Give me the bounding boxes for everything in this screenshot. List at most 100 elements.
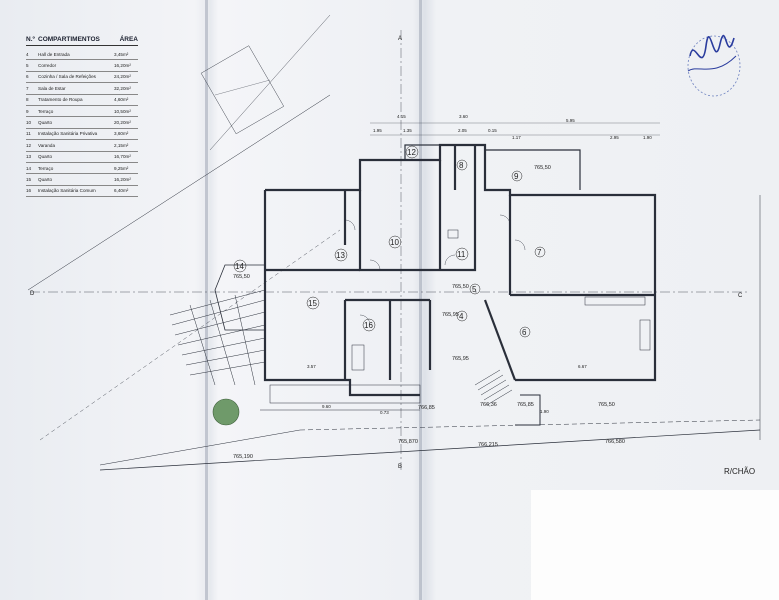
legend-cell-num: 12 bbox=[26, 142, 32, 148]
section-marks: D C A B bbox=[30, 36, 743, 470]
redacted-area bbox=[531, 490, 779, 600]
legend-cell-area: 2,15m² bbox=[114, 142, 129, 148]
dimension-label: 4.15 bbox=[397, 114, 406, 119]
legend-cell-name: Quarto bbox=[38, 176, 53, 182]
legend-header-name: COMPARTIMENTOS bbox=[38, 36, 100, 43]
section-mark-d: D bbox=[30, 291, 35, 297]
legend-row: 14 Terraço 9,25m² bbox=[26, 163, 138, 175]
ground-level-label: 765,870 bbox=[398, 439, 418, 445]
door-swings bbox=[344, 214, 526, 326]
legend-cell-area: 16,20m² bbox=[114, 176, 131, 182]
level-label: 765,50 bbox=[598, 402, 615, 408]
dimension-label: 1.95 bbox=[373, 128, 382, 133]
legend-cell-num: 13 bbox=[26, 154, 32, 160]
legend-cell-num: 6 bbox=[26, 74, 29, 80]
entrance-stairs bbox=[474, 369, 541, 426]
balcony-12 bbox=[404, 144, 441, 161]
legend-cell-area: 9,25m² bbox=[114, 165, 129, 171]
legend-cell-num: 14 bbox=[26, 165, 32, 171]
ground-levels: 765,190 765,870 766,215 766,580 bbox=[233, 439, 625, 460]
room-number-8: 8 bbox=[459, 161, 464, 170]
house-walls bbox=[263, 143, 657, 397]
terrace-9 bbox=[485, 149, 581, 190]
floor-levels: 765,50 765,50 765,50 765,95 765,95 766,8… bbox=[233, 165, 615, 411]
legend-cell-area: 16,20m² bbox=[114, 63, 131, 69]
legend-cell-num: 9 bbox=[26, 108, 29, 114]
legend-row: 4 Hall de Entrada 3,45m² bbox=[26, 49, 138, 61]
level-label: 766,85 bbox=[418, 405, 435, 411]
terrace-14 bbox=[214, 264, 265, 331]
room-numbers: 4 5 6 7 8 9 10 11 12 13 14 15 16 bbox=[233, 145, 546, 338]
paving bbox=[269, 384, 421, 404]
legend-cell-num: 15 bbox=[26, 176, 32, 182]
terrain-line bbox=[27, 94, 331, 291]
room-number-9: 9 bbox=[514, 172, 519, 181]
terrain-line bbox=[99, 429, 301, 466]
legend-cell-name: Terraço bbox=[38, 165, 54, 171]
kitchen-counter bbox=[584, 296, 646, 306]
dimension-label: 2.95 bbox=[610, 135, 619, 140]
legend-cell-area: 3,45m² bbox=[114, 51, 129, 57]
room-number-13: 13 bbox=[336, 251, 345, 260]
dimension-label: 1.17 bbox=[512, 135, 521, 140]
level-label: 765,50 bbox=[452, 284, 469, 290]
legend-cell-name: Instalação Sanitária Privativa bbox=[38, 131, 98, 137]
legend-cell-area: 20,20m² bbox=[114, 120, 131, 126]
legend-cell-name: Quarto bbox=[38, 154, 53, 160]
legend-cell-name: Hall de Entrada bbox=[38, 51, 70, 57]
terrain-line bbox=[99, 429, 761, 471]
legend-cell-area: 6,40m² bbox=[114, 188, 129, 194]
room-number-14: 14 bbox=[235, 262, 244, 271]
legend-cell-area: 24,20m² bbox=[114, 74, 131, 80]
legend-cell-name: Corredor bbox=[38, 63, 57, 69]
dimension-label: 1.35 bbox=[403, 128, 412, 133]
legend-cell-num: 7 bbox=[26, 85, 29, 91]
room-number-7: 7 bbox=[537, 248, 542, 257]
bathtub bbox=[351, 344, 365, 371]
level-label: 766,36 bbox=[480, 402, 497, 408]
top-dimensions: 4.15 1.95 1.35 2.05 0.15 1.17 5.95 2.95 … bbox=[370, 114, 660, 140]
legend-cell-num: 5 bbox=[26, 63, 29, 69]
terrain-line bbox=[39, 229, 341, 441]
legend-cell-num: 11 bbox=[26, 131, 31, 137]
dimension-label: 5.95 bbox=[566, 118, 575, 123]
sink bbox=[447, 229, 459, 239]
dimension-label: 3.60 bbox=[459, 114, 468, 119]
legend-cell-name: Quarto bbox=[38, 120, 53, 126]
legend-cell-num: 4 bbox=[26, 51, 29, 57]
legend-cell-num: 8 bbox=[26, 97, 29, 103]
ground-level-label: 765,190 bbox=[233, 454, 253, 460]
legend-cell-name: Instalação Sanitária Comum bbox=[38, 188, 96, 194]
level-label: 765,95 bbox=[442, 312, 459, 318]
legend-cell-area: 32,20m² bbox=[114, 85, 131, 91]
section-mark-b: B bbox=[398, 464, 402, 470]
room-number-15: 15 bbox=[308, 299, 317, 308]
ground-level-label: 766,215 bbox=[478, 442, 498, 448]
legend-header-num: N.º bbox=[26, 36, 35, 43]
section-mark-c: C bbox=[738, 293, 743, 299]
dimension-label: 1.90 bbox=[540, 409, 549, 414]
room-number-16: 16 bbox=[364, 321, 373, 330]
legend-cell-name: Tratamento de Roupa bbox=[38, 97, 83, 103]
room-number-5: 5 bbox=[472, 285, 477, 294]
level-label: 765,50 bbox=[534, 165, 551, 171]
dimension-label: 1.90 bbox=[643, 135, 652, 140]
signature-stamp bbox=[687, 34, 741, 97]
room-number-4: 4 bbox=[459, 312, 464, 321]
legend-row: 5 Corredor 16,20m² bbox=[26, 60, 138, 72]
level-label: 765,95 bbox=[452, 356, 469, 362]
room-number-12: 12 bbox=[407, 148, 416, 157]
ground-level-label: 766,580 bbox=[605, 439, 625, 445]
dimension-label: 6.67 bbox=[578, 364, 587, 369]
dimension-label: 9.60 bbox=[322, 404, 331, 409]
